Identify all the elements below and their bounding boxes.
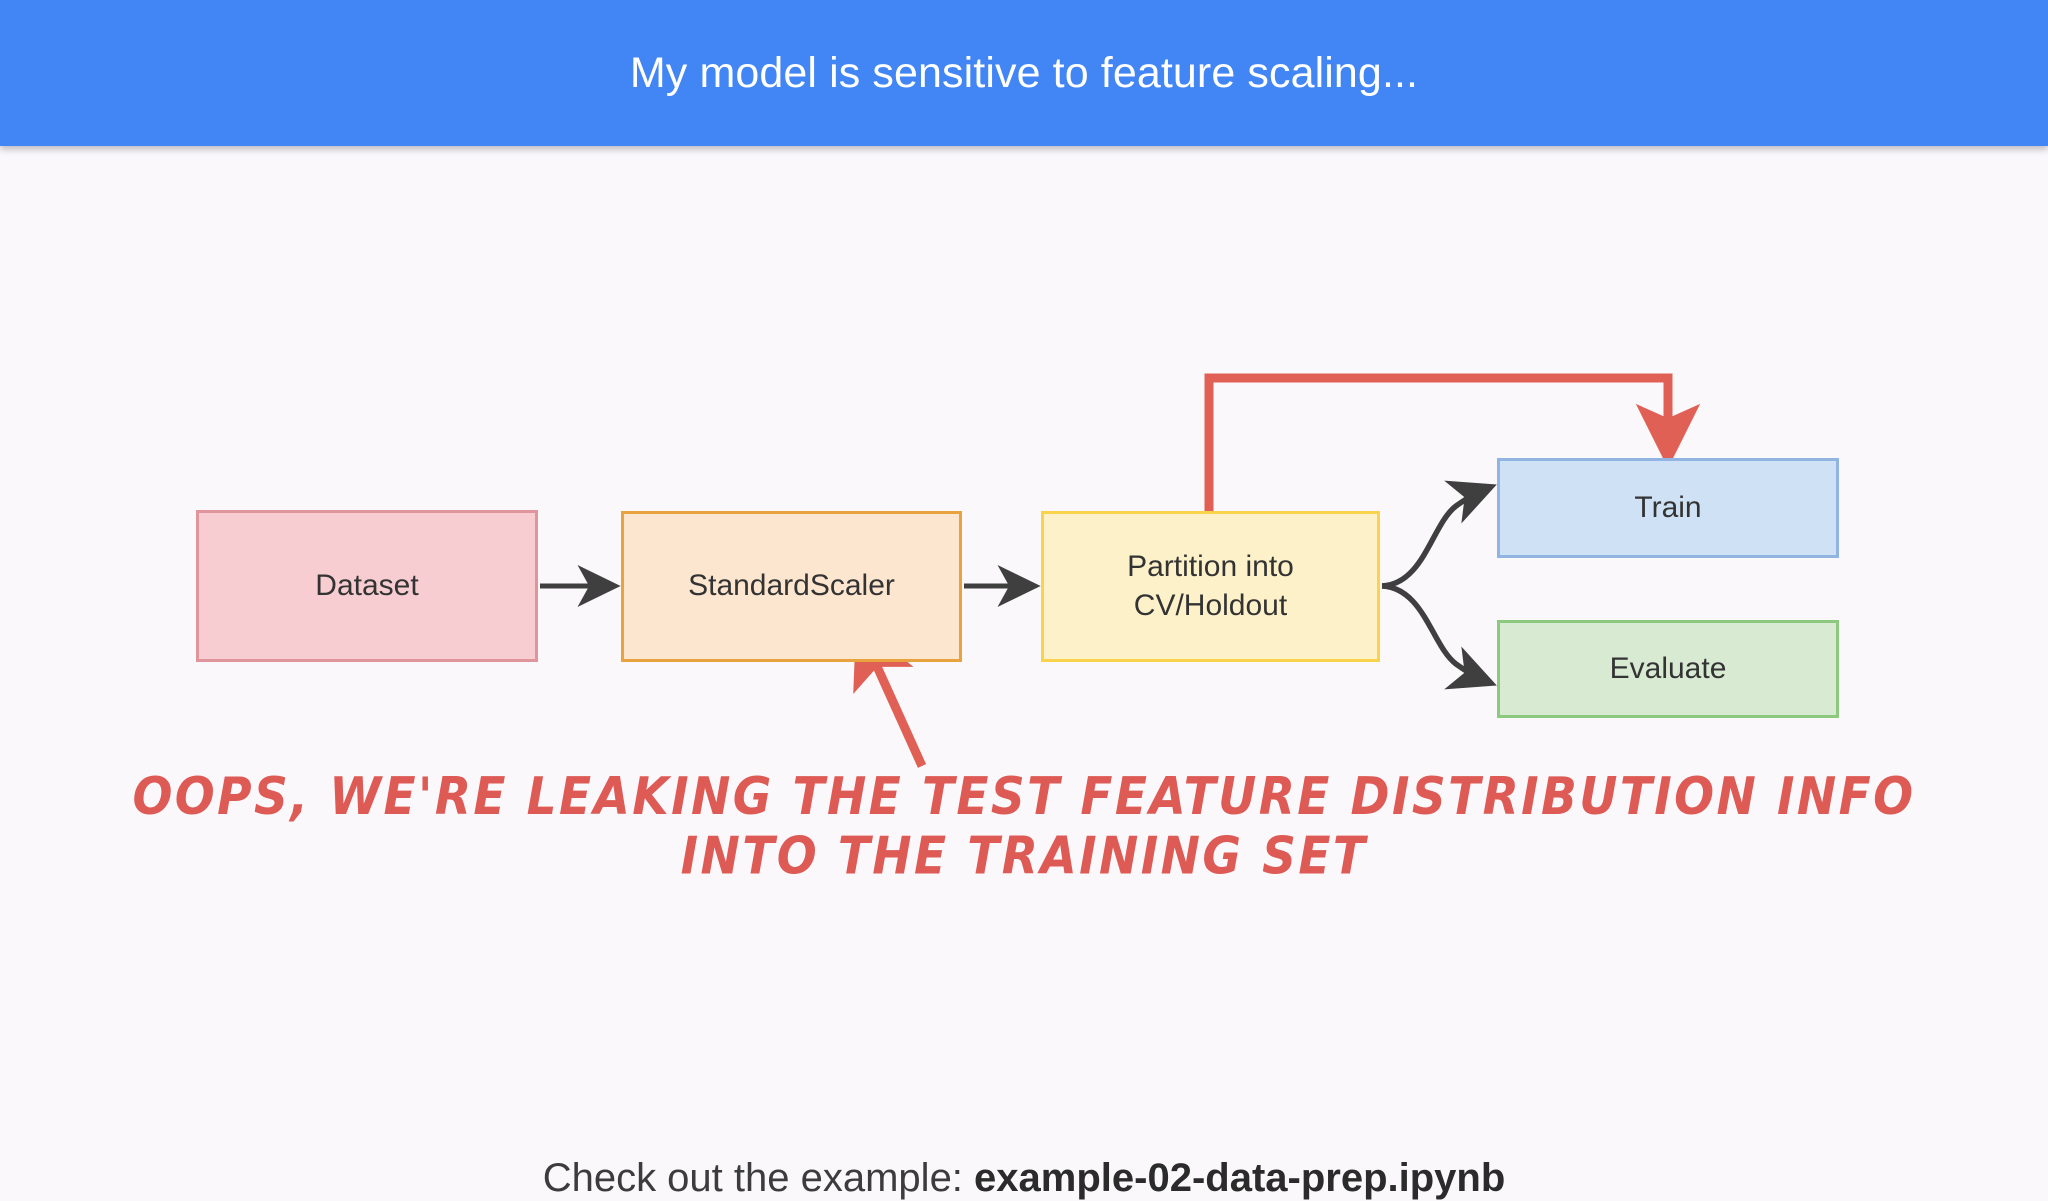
flow-node-standardscaler[interactable]: StandardScaler — [621, 511, 962, 662]
footer-caption: Check out the example: example-02-data-p… — [0, 1156, 2048, 1201]
leakage-annotation: OOPS, WE'RE LEAKING THE TEST FEATURE DIS… — [0, 768, 2048, 886]
edge-partition-to-train — [1381, 480, 1497, 589]
leakage-annotation-line-1: OOPS, WE'RE LEAKING THE TEST FEATURE DIS… — [132, 766, 1916, 828]
leakage-annotation-line-2: INTO THE TRAINING SET — [680, 825, 1368, 887]
flow-node-partition[interactable]: Partition into CV/Holdout — [1041, 511, 1380, 662]
edge-partition-to-evaluate — [1381, 583, 1497, 690]
flow-node-train-label: Train — [1634, 490, 1702, 524]
flow-node-evaluate-label: Evaluate — [1609, 651, 1727, 685]
edge-leak-partition-to-train — [1204, 373, 1701, 512]
annotation-pointer-arrow — [853, 620, 927, 768]
flow-node-dataset[interactable]: Dataset — [196, 510, 538, 662]
footer-caption-prefix: Check out the example: — [542, 1156, 975, 1200]
diagram-stage: Dataset StandardScaler Partition into CV… — [0, 146, 2048, 1200]
header-bar: My model is sensitive to feature scaling… — [0, 0, 2048, 146]
flow-node-train[interactable]: Train — [1497, 458, 1839, 558]
flow-node-evaluate[interactable]: Evaluate — [1497, 620, 1839, 718]
flow-node-partition-label: Partition into CV/Holdout — [1127, 550, 1294, 622]
flowchart-connectors — [540, 373, 1701, 768]
flow-node-standardscaler-label: StandardScaler — [688, 569, 895, 603]
footer-caption-filename: example-02-data-prep.ipynb — [974, 1156, 1506, 1200]
page-title: My model is sensitive to feature scaling… — [629, 48, 1419, 97]
flow-node-dataset-label: Dataset — [315, 568, 419, 602]
